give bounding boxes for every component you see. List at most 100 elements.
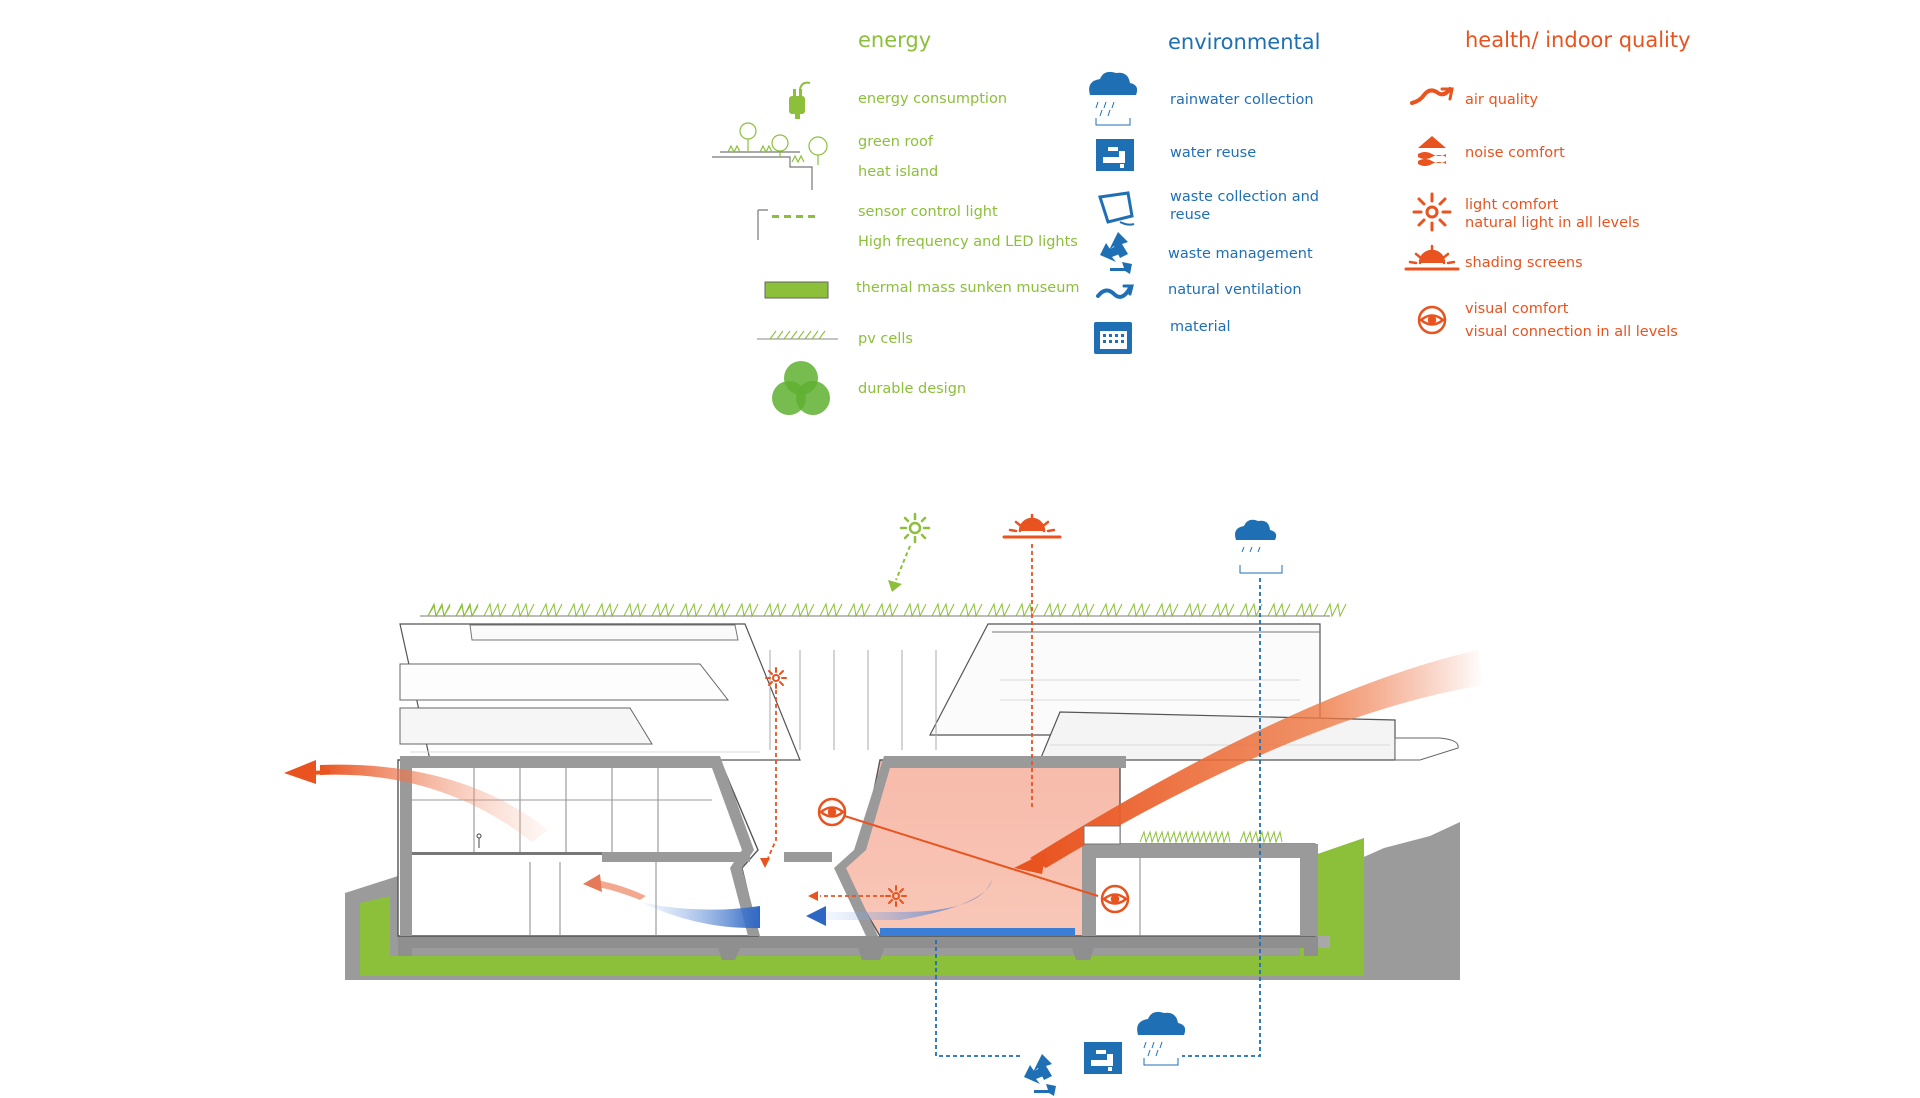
legend-item-waste-collection: waste collection and reuse (1170, 188, 1319, 224)
ventilation-arrowhead-left (583, 874, 602, 892)
rain-cloud-icon (1235, 519, 1283, 574)
sun-icon (765, 667, 787, 689)
material-icon (1094, 322, 1132, 354)
pv-cells-icon (757, 330, 838, 340)
eye-icon (1417, 305, 1447, 335)
visual-connection-line (831, 811, 1099, 897)
faucet-icon (1096, 139, 1134, 171)
air-quality-arrowhead-out (284, 760, 316, 784)
legend-item-waste-collection-line1: waste collection and (1170, 189, 1319, 205)
grass-tuft (679, 602, 703, 618)
legend-item-energy-consumption: energy consumption (858, 91, 1008, 107)
green-roof-icon (712, 122, 828, 190)
legend-item-green-roof: green roof (858, 134, 933, 150)
grass-tuft (791, 602, 815, 618)
grass-tuft (1099, 602, 1123, 618)
light-arrowhead (760, 858, 770, 868)
legend-item-material: material (1170, 319, 1231, 335)
grass-tuft (959, 602, 983, 618)
rain-cloud-icon (1089, 71, 1138, 126)
grass-tuft (511, 602, 535, 618)
eye-icon (817, 797, 847, 827)
grass-tuft (427, 602, 451, 618)
grass-tuft (1239, 602, 1263, 618)
ventilation-arrowhead-right (806, 906, 826, 926)
ventilation-flow-left (640, 902, 760, 929)
legend-item-light-comfort: light comfort natural light in all level… (1465, 196, 1640, 232)
low-roof-planter (1083, 825, 1121, 845)
faucet-icon (1084, 1042, 1122, 1074)
legend-item-air-quality: air quality (1465, 92, 1539, 108)
grass-tuft (1267, 602, 1291, 618)
legend-item-light-comfort-line1: light comfort (1465, 197, 1559, 213)
grass-tuft (987, 602, 1011, 618)
grass-tuft (539, 602, 563, 618)
low-roof-plants (1139, 830, 1283, 844)
recycle-icon (1100, 232, 1132, 274)
environmental-column-title: environmental (1168, 30, 1321, 54)
legend-item-rainwater-collection: rainwater collection (1170, 92, 1314, 108)
grass-tuft (819, 602, 843, 618)
air-quality-icon (1410, 87, 1454, 105)
rain-cloud-icon (1137, 1011, 1186, 1066)
grass-tuft (623, 602, 647, 618)
legend-item-noise-comfort: noise comfort (1465, 145, 1565, 161)
legend-item-heat-island: heat island (858, 164, 939, 180)
air-quality-arrow-in (1030, 650, 1484, 868)
grass-tuft (1043, 602, 1067, 618)
grass-tuft (595, 602, 619, 618)
legend-item-natural-ventilation: natural ventilation (1168, 282, 1302, 298)
grass-tuft (735, 602, 759, 618)
grass-tuft (1015, 602, 1039, 618)
legend-item-waste-collection-line2: reuse (1170, 207, 1211, 223)
legend-item-sensor-control-light: sensor control light (858, 204, 998, 220)
grass-tuft (455, 602, 479, 618)
light-path-dashed (767, 690, 777, 859)
legend-item-light-comfort-line2: natural light in all levels (1465, 215, 1640, 231)
thermal-mass-icon (764, 281, 829, 299)
sun-icon (1412, 192, 1452, 232)
grass-tuft (1183, 602, 1207, 618)
grass-tuft (1211, 602, 1235, 618)
sunlight-path-dashed (895, 545, 911, 581)
legend-item-visual-comfort-line2: visual connection in all levels (1465, 324, 1678, 340)
person-figure (476, 833, 482, 848)
energy-column-title: energy (858, 28, 932, 52)
grass-tuft (483, 602, 507, 618)
legend-item-thermal-mass: thermal mass sunken museum (856, 280, 1080, 296)
grass-tuft (931, 602, 955, 618)
light-arrowhead (808, 891, 818, 901)
grass-tuft (903, 602, 927, 618)
grass-tuft (875, 602, 899, 618)
recycle-icon (1024, 1054, 1056, 1096)
sensor-light-icon (757, 209, 815, 240)
eye-icon (1100, 884, 1130, 914)
grass-tuft (1155, 602, 1179, 618)
sun-icon (885, 885, 907, 907)
building-section (345, 623, 1460, 980)
rainwater-dashed-line (1182, 578, 1261, 1057)
legend-item-shading-screens: shading screens (1465, 255, 1583, 271)
shading-screen-icon (1002, 513, 1062, 539)
legend-item-water-reuse: water reuse (1170, 145, 1257, 161)
water-basin (880, 928, 1075, 935)
legend-item-pv-cells: pv cells (858, 331, 913, 347)
air-quality-arrow-out (320, 764, 548, 842)
legend-item-durable-design: durable design (858, 381, 967, 397)
legend-item-led-lights: High frequency and LED lights (858, 234, 1078, 250)
grass-tuft (763, 602, 787, 618)
ventilation-icon (1096, 284, 1134, 299)
waste-dashed-line (935, 940, 1020, 1057)
grass-tuft (567, 602, 591, 618)
air-quality-arrowhead-in (1014, 852, 1046, 874)
grass-tuft (847, 602, 871, 618)
sun-icon (899, 512, 931, 544)
durable-design-icon (772, 361, 830, 415)
grass-tuft (1295, 602, 1319, 618)
health-column-title: health/ indoor quality (1465, 28, 1691, 52)
ventilation-flow-left-red (590, 880, 646, 900)
shading-screen-icon (1404, 244, 1460, 271)
sunlight-arrowhead (888, 580, 902, 592)
legend-item-visual-comfort-line1: visual comfort (1465, 301, 1569, 317)
